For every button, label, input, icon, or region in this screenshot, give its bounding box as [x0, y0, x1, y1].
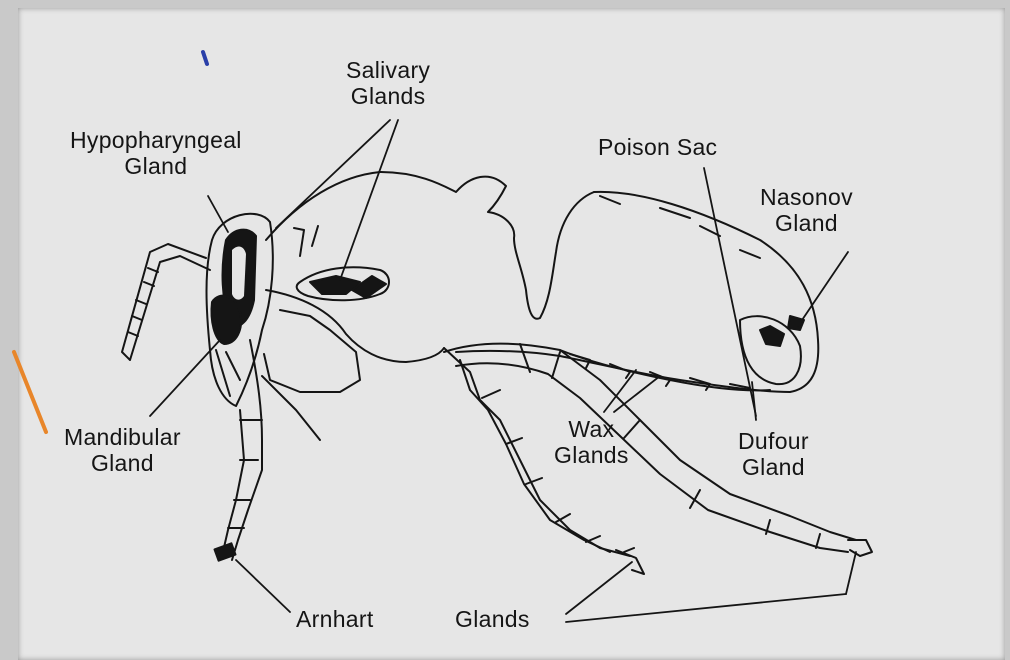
label-salivary-glands: Salivary Glands	[346, 57, 430, 109]
orange-accent-line	[14, 352, 46, 432]
label-poison-sac: Poison Sac	[598, 134, 717, 160]
leader-wax-2	[614, 376, 660, 412]
label-nasonov-line1: Nasonov	[760, 184, 853, 210]
thorax	[266, 172, 594, 362]
label-wax-line2: Glands	[554, 442, 629, 468]
label-mandibular-line2: Gland	[64, 450, 181, 476]
label-dufour-gland: Dufour Gland	[738, 428, 809, 480]
label-arnhart-text: Arnhart	[296, 606, 374, 632]
label-dufour-line1: Dufour	[738, 428, 809, 454]
label-nasonov-gland: Nasonov Gland	[760, 184, 853, 236]
label-mandibular-gland: Mandibular Gland	[64, 424, 181, 476]
leader-arnhart	[236, 560, 290, 612]
label-poison-sac-text: Poison Sac	[598, 134, 717, 160]
leader-salivary-2	[340, 120, 398, 280]
leader-mandibular	[150, 340, 220, 416]
label-arnhart: Arnhart	[296, 606, 374, 632]
label-dufour-line2: Gland	[738, 454, 809, 480]
label-nasonov-line2: Gland	[760, 210, 853, 236]
leader-poison-sac	[704, 168, 756, 416]
label-hypopharyngeal-gland: Hypopharyngeal Gland	[70, 127, 242, 179]
label-mandibular-line1: Mandibular	[64, 424, 181, 450]
label-salivary-line2: Glands	[346, 83, 430, 109]
label-glands-text: Glands	[455, 606, 530, 632]
leader-glands-2	[566, 594, 846, 622]
antenna	[122, 244, 210, 360]
label-glands: Glands	[455, 606, 530, 632]
label-wax-glands: Wax Glands	[554, 416, 629, 468]
leader-wax-1	[604, 370, 636, 412]
label-hypopharyngeal-line1: Hypopharyngeal	[70, 127, 242, 153]
leader-hypopharyngeal	[208, 196, 228, 232]
blue-pen-mark	[203, 52, 207, 64]
label-hypopharyngeal-line2: Gland	[70, 153, 242, 179]
front-leg	[214, 340, 262, 561]
label-salivary-line1: Salivary	[346, 57, 430, 83]
leader-salivary-1	[276, 120, 390, 228]
leader-glands-1	[566, 562, 632, 614]
label-wax-line1: Wax	[554, 416, 629, 442]
leader-glands-3	[846, 552, 856, 594]
